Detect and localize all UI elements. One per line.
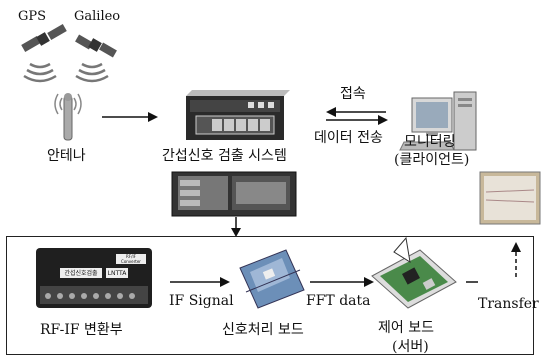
detection-system-icon	[186, 90, 290, 140]
access-label: 접속	[340, 86, 366, 102]
gps-satellite-icon	[21, 24, 67, 52]
transfer-label: Transfer	[478, 296, 539, 312]
rf-if-converter-icon	[36, 248, 152, 308]
galileo-signal-waves-icon	[75, 62, 109, 83]
server-label: (서버)	[392, 339, 429, 355]
rack-photo-icon	[171, 171, 297, 217]
galileo-satellite-icon	[75, 34, 117, 58]
rf-device-text-1: 간섭신호검출	[64, 270, 98, 277]
signal-board-label: 신호처리 보드	[222, 322, 304, 338]
antenna-label: 안테나	[47, 148, 86, 164]
rf-device-badge: RF/IF Converter	[121, 254, 141, 264]
antenna-icon	[54, 93, 82, 141]
rf-if-label: RF-IF 변환부	[40, 322, 123, 338]
galileo-label: Galileo	[74, 9, 121, 24]
gps-label: GPS	[18, 9, 47, 24]
arrow-access	[326, 107, 386, 117]
system-label: 간섭신호 검출 시스템	[162, 148, 287, 164]
fft-data-label: FFT data	[306, 293, 371, 309]
data-transfer-label: 데이터 전송	[314, 130, 383, 146]
signal-processing-board-icon	[239, 249, 305, 309]
client-label: (클라이언트)	[394, 152, 470, 168]
arrow-antenna-to-system	[102, 112, 158, 122]
arrow-rack-to-box	[231, 217, 241, 237]
monitoring-computer-icon	[399, 91, 477, 151]
monitoring-label: 모니터링	[404, 134, 456, 150]
gps-signal-waves-icon	[23, 62, 57, 83]
arrow-transfer-up	[511, 242, 521, 280]
arrow-if-signal	[170, 277, 230, 287]
arrow-fft-data	[310, 277, 374, 287]
rf-device-text-2: LNTTA	[107, 270, 127, 277]
if-signal-label: IF Signal	[169, 293, 234, 309]
hardware-box	[6, 236, 534, 355]
client-screenshot-icon	[479, 171, 541, 225]
arrow-data-transfer	[326, 115, 388, 125]
control-board-icon	[371, 236, 457, 309]
control-board-label: 제어 보드	[378, 320, 434, 336]
